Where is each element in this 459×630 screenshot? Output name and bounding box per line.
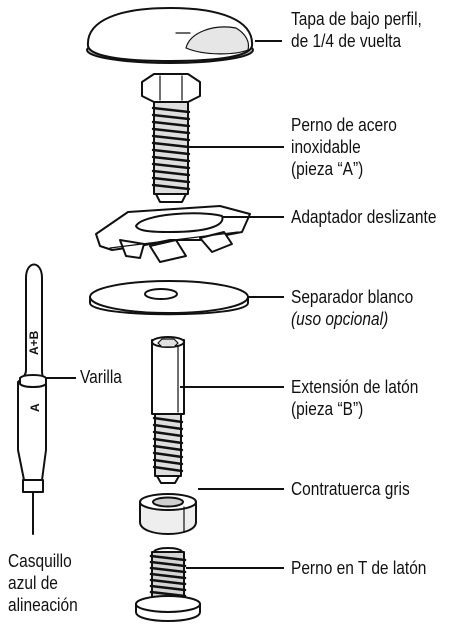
label-line-italic: (uso opcional): [291, 309, 389, 329]
sliding-adapter: [95, 205, 251, 263]
white-spacer: [89, 280, 249, 316]
label-line: Perno en T de latón: [291, 558, 427, 578]
label-line: de 1/4 de vuelta: [291, 31, 402, 51]
label-line: alineación: [8, 595, 78, 615]
label-line: Tapa de bajo perfil,: [291, 9, 422, 29]
label-line: (pieza “B”): [291, 399, 364, 419]
label-line: Perno de acero: [291, 115, 397, 135]
label-white-spacer: Separador blanco (uso opcional): [291, 286, 413, 330]
alignment-rod: [17, 263, 47, 535]
label-line: azul de: [8, 573, 58, 593]
label-line: inoxidable: [291, 137, 361, 157]
stainless-bolt: [141, 73, 201, 203]
label-rod: Varilla: [80, 366, 122, 388]
rod-mark-lower: A: [28, 403, 42, 412]
label-lock-nut: Contratuerca gris: [291, 478, 410, 500]
label-low-profile-cap: Tapa de bajo perfil, de 1/4 de vuelta: [291, 8, 422, 52]
label-line: (pieza “A”): [291, 159, 364, 179]
rod-mark-upper: A+B: [27, 330, 41, 355]
grey-lock-nut: [139, 493, 197, 535]
low-profile-cap: [86, 7, 254, 64]
label-line: Casquillo: [8, 551, 72, 571]
label-line: Separador blanco: [291, 287, 414, 307]
label-stainless-bolt: Perno de acero inoxidable (pieza “A”): [291, 114, 397, 180]
brass-t-bolt: [135, 547, 201, 622]
label-brass-extension: Extensión de latón (pieza “B”): [291, 376, 418, 420]
label-sliding-adapter: Adaptador deslizante: [291, 206, 436, 228]
label-line: Adaptador deslizante: [291, 207, 437, 227]
label-alignment-bushing: Casquillo azul de alineación: [8, 550, 78, 616]
brass-extension: [151, 336, 185, 484]
label-t-bolt: Perno en T de latón: [291, 557, 426, 579]
leader-lines: [46, 40, 284, 569]
label-line: Contratuerca gris: [291, 479, 410, 499]
label-line: Extensión de latón: [291, 377, 419, 397]
label-line: Varilla: [80, 367, 122, 387]
